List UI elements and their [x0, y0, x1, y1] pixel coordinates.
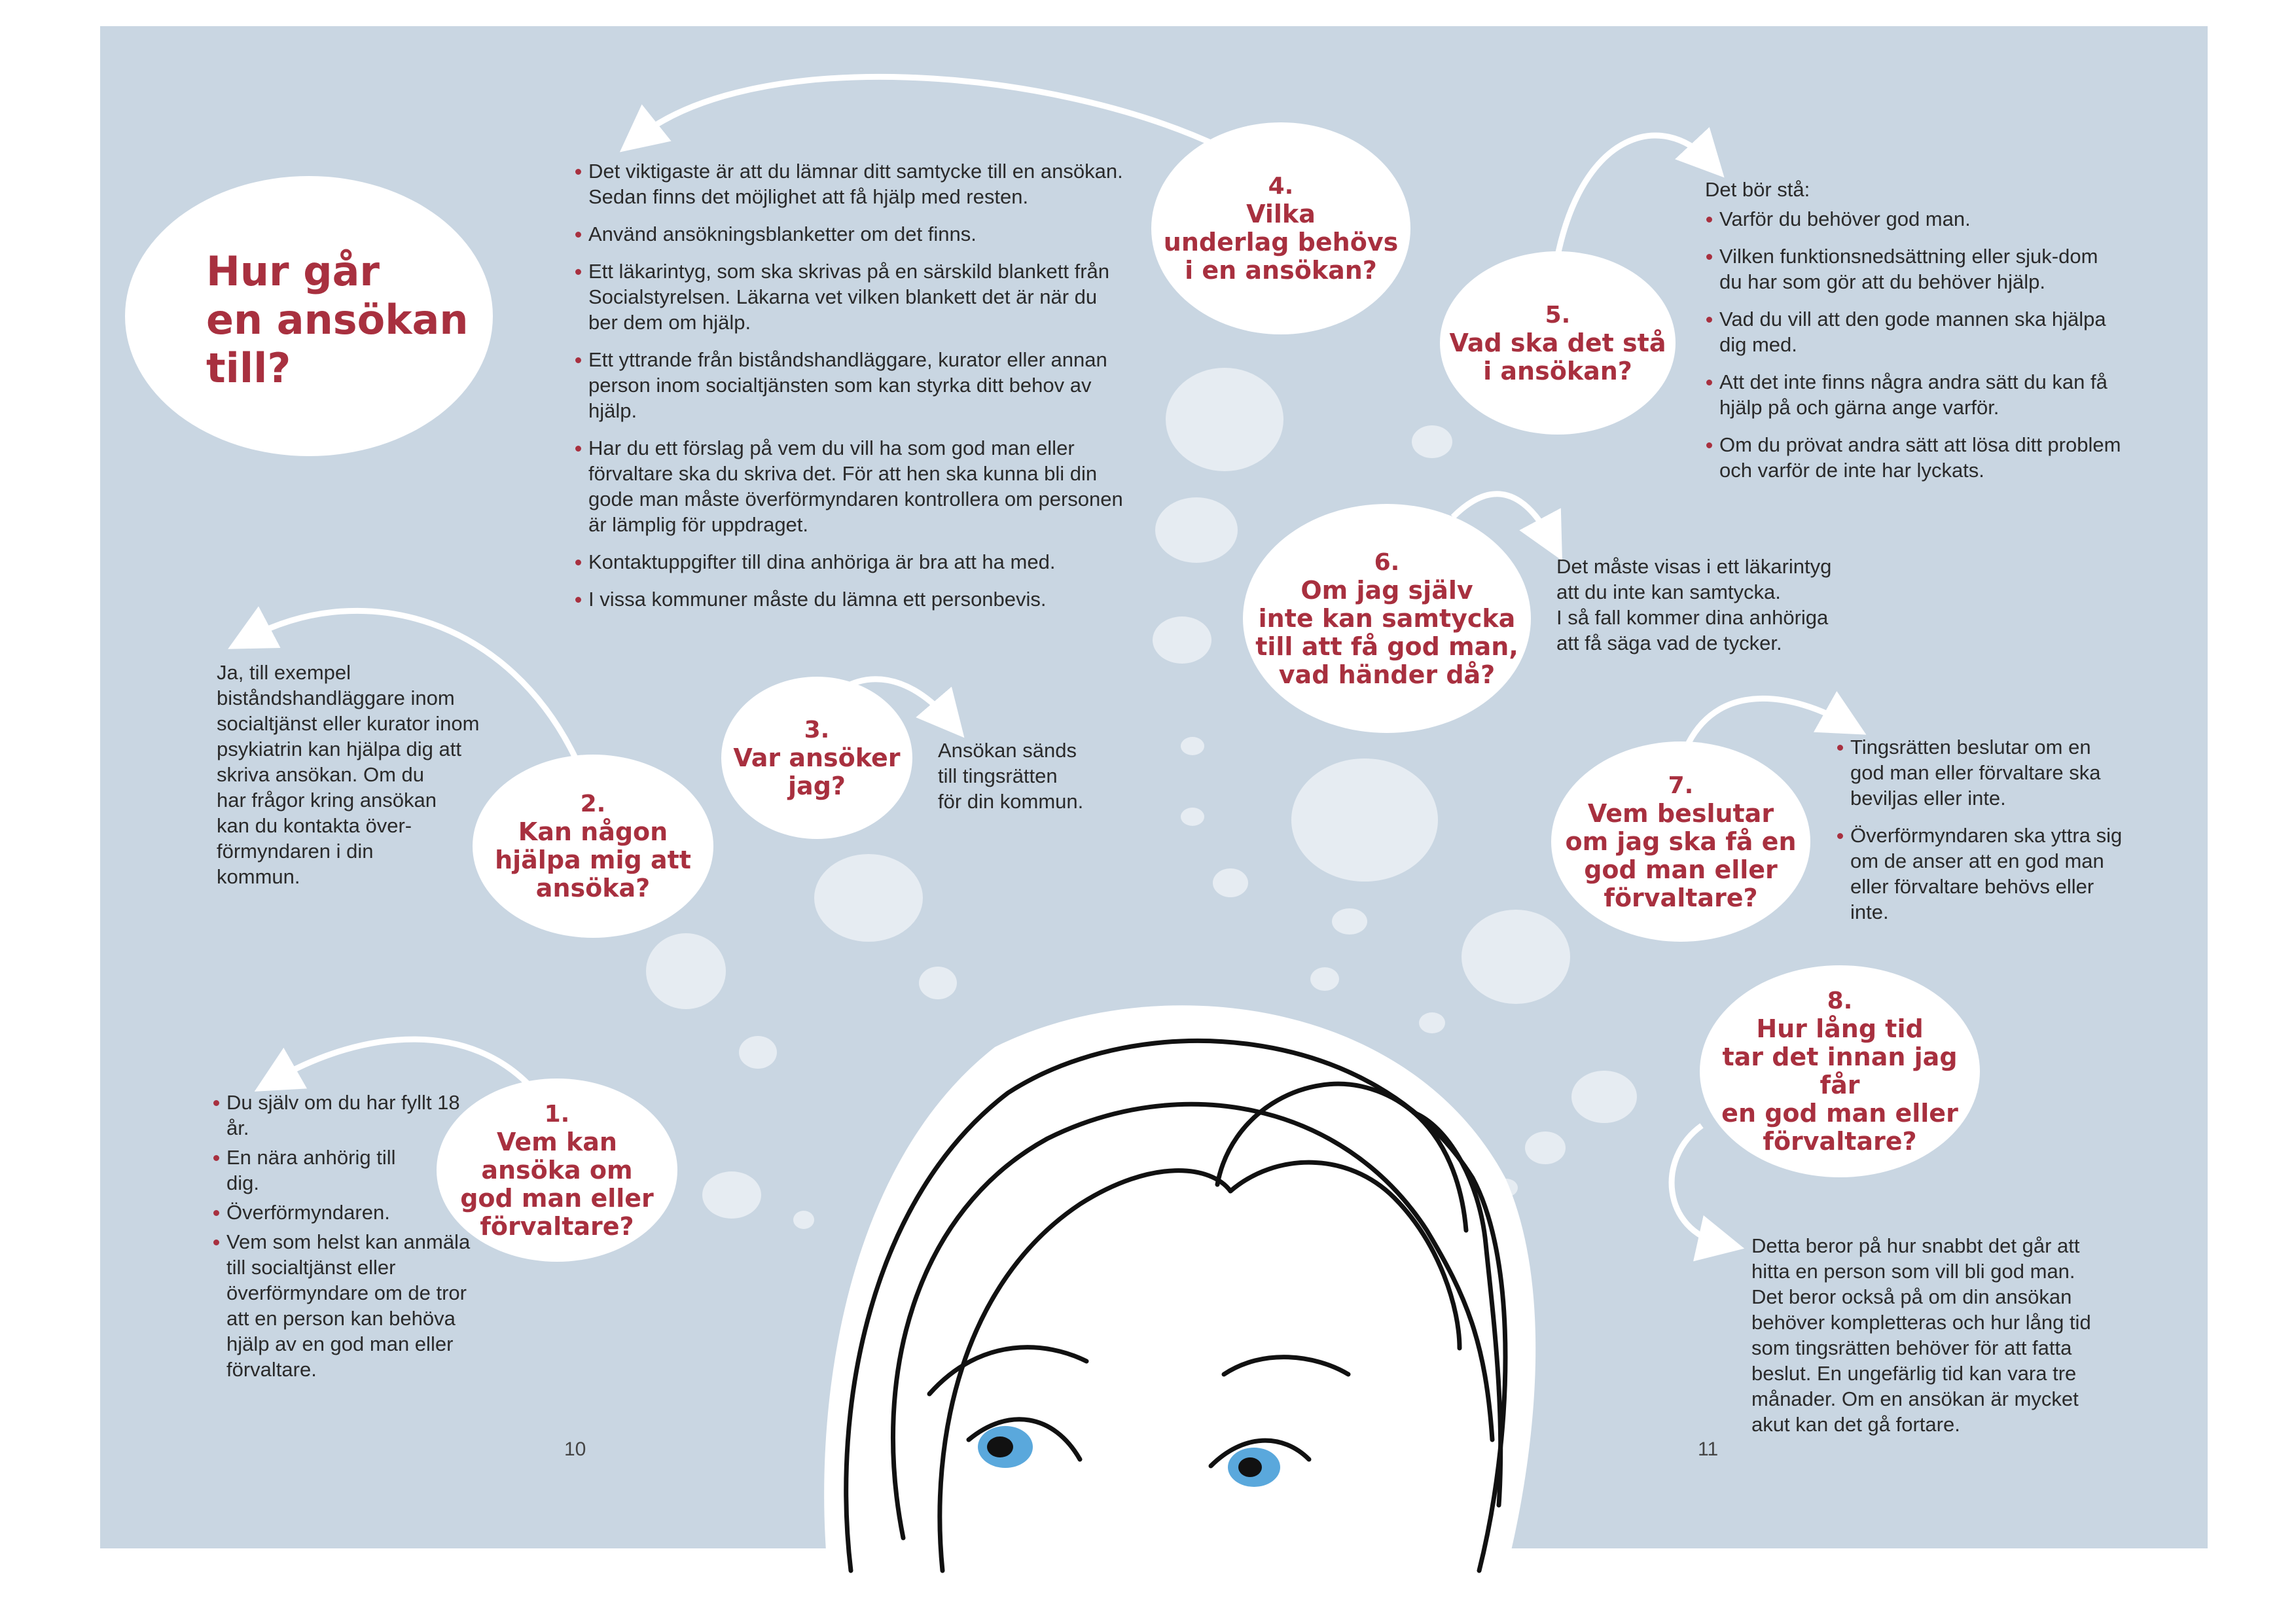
- answer-intro: Det bör stå:: [1705, 178, 1810, 201]
- list-item: Tingsrätten beslutar om en god man eller…: [1836, 734, 2124, 811]
- list-item: Överförmyndaren.: [212, 1200, 474, 1225]
- question-bubble-8: 8. Hur lång tid tar det innan jag får en…: [1700, 965, 1980, 1177]
- answer-text: Detta beror på hur snabbt det går att hi…: [1751, 1234, 2091, 1436]
- question-number: 8.: [1827, 988, 1853, 1014]
- question-bubble-4: 4. Vilka underlag behövs i en ansökan?: [1151, 122, 1410, 334]
- answer-3: Ansökan sänds till tingsrätten för din k…: [938, 738, 1083, 814]
- list-item: En nära anhörig till dig.: [212, 1145, 397, 1196]
- question-text: Var ansöker jag?: [733, 743, 901, 800]
- answer-7: Tingsrätten beslutar om en god man eller…: [1836, 734, 2124, 936]
- page-number-left: 10: [564, 1438, 586, 1460]
- question-number: 4.: [1268, 173, 1294, 200]
- list-item: Använd ansökningsblanketter om det finns…: [574, 221, 1124, 247]
- title-bubble: [125, 176, 493, 456]
- question-text: Kan någon hjälpa mig att ansöka?: [495, 817, 691, 902]
- question-bubble-3: 3. Var ansöker jag?: [721, 677, 912, 839]
- question-number: 7.: [1668, 772, 1694, 799]
- list-item: Överförmyndaren ska yttra sig om de anse…: [1836, 823, 2124, 925]
- question-number: 5.: [1545, 301, 1571, 329]
- answer-2: Ja, till exempel biståndshandläggare ino…: [217, 660, 479, 889]
- list-item: Om du prövat andra sätt att lösa ditt pr…: [1705, 432, 2124, 483]
- question-text: Om jag själv inte kan samtycka till att …: [1255, 575, 1518, 689]
- page-title: Hur går en ansökan till?: [206, 247, 469, 392]
- question-bubble-7: 7. Vem beslutar om jag ska få en god man…: [1551, 741, 1810, 942]
- question-number: 3.: [804, 716, 830, 743]
- question-number: 1.: [544, 1100, 570, 1128]
- small-thought-bubbles: [545, 368, 1637, 1229]
- answer-text: Ja, till exempel biståndshandläggare ino…: [217, 661, 480, 888]
- arrows: [228, 73, 1867, 1262]
- question-text: Hur lång tid tar det innan jag får en go…: [1721, 1014, 1958, 1156]
- list-item: Vad du vill att den gode mannen ska hjäl…: [1705, 306, 2124, 357]
- list-item: Kontaktuppgifter till dina anhöriga är b…: [574, 549, 1124, 575]
- list-item: Ett yttrande från biståndshandläggare, k…: [574, 347, 1124, 423]
- list-item: Det viktigaste är att du lämnar ditt sam…: [574, 158, 1124, 209]
- page-number-right: 11: [1698, 1438, 1719, 1460]
- question-bubble-1: 1. Vem kan ansöka om god man eller förva…: [437, 1079, 677, 1262]
- answer-1: Du själv om du har fyllt 18 år. En nära …: [212, 1090, 474, 1394]
- answer-4: Det viktigaste är att du lämnar ditt sam…: [574, 158, 1124, 624]
- question-number: 2.: [580, 791, 606, 817]
- question-number: 6.: [1374, 548, 1400, 576]
- question-text: Vem kan ansöka om god man eller förvalta…: [460, 1127, 654, 1241]
- answer-8: Detta beror på hur snabbt det går att hi…: [1751, 1233, 2091, 1437]
- question-bubble-2: 2. Kan någon hjälpa mig att ansöka?: [473, 755, 713, 938]
- list-item: Varför du behöver god man.: [1705, 206, 2124, 232]
- question-bubble-6: 6. Om jag själv inte kan samtycka till a…: [1243, 504, 1531, 733]
- answer-text: Ansökan sänds till tingsrätten för din k…: [938, 739, 1084, 813]
- answer-5: Det bör stå: Varför du behöver god man. …: [1705, 177, 2124, 495]
- question-text: Vem beslutar om jag ska få en god man el…: [1565, 798, 1797, 912]
- question-text: Vad ska det stå i ansökan?: [1449, 328, 1666, 385]
- question-bubble-5: 5. Vad ska det stå i ansökan?: [1440, 251, 1676, 435]
- list-item: Vem som helst kan anmäla till socialtjän…: [212, 1229, 474, 1382]
- question-text: Vilka underlag behövs i en ansökan?: [1163, 200, 1399, 285]
- list-item: Ett läkarintyg, som ska skrivas på en sä…: [574, 259, 1124, 335]
- list-item: Vilken funktionsnedsättning eller sjuk-d…: [1705, 243, 2124, 294]
- answer-6: Det måste visas i ett läkarintyg att du …: [1556, 554, 1831, 656]
- answer-text: Det måste visas i ett läkarintyg att du …: [1556, 555, 1832, 654]
- list-item: I vissa kommuner måste du lämna ett pers…: [574, 586, 1124, 612]
- face-drawing: [824, 1005, 1536, 1575]
- list-item: Att det inte finns några andra sätt du k…: [1705, 369, 2124, 420]
- list-item: Har du ett förslag på vem du vill ha som…: [574, 435, 1124, 537]
- list-item: Du själv om du har fyllt 18 år.: [212, 1090, 474, 1141]
